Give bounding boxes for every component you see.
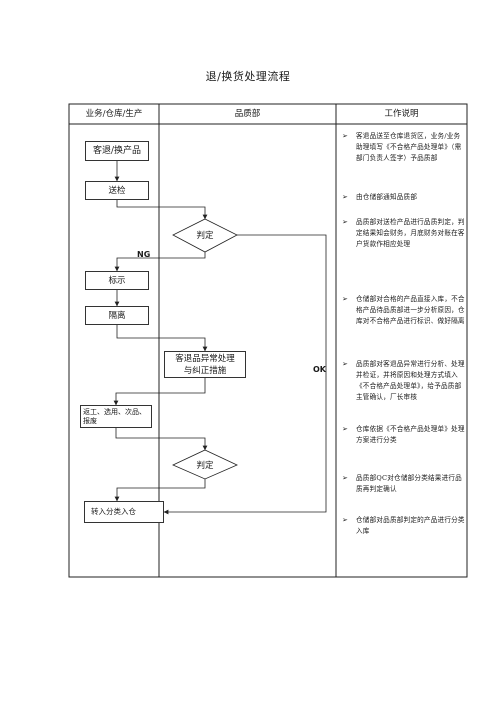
note-item: ➢ 客退品送至仓库退货区，业务/业务助理填写《不合格产品处理单》（需部门负责人签…: [342, 131, 466, 164]
note-item: ➢ 仓储部对合格的产品直接入库，不合格产品待品质部进一步分析原因，仓库对不合格产…: [342, 294, 466, 327]
arrow-bullet-icon: ➢: [342, 132, 348, 140]
note-text: 仓储部对品质部判定的产品进行分类入库: [356, 516, 465, 535]
note-text: 品质部QC对仓储部分类结果进行品质再判定确认: [356, 474, 462, 493]
note-item: ➢ 品质部对送检产品进行品质判定，判定结果知会财务，月底财务对账在客户货款作相应…: [342, 217, 466, 250]
node-rework: 返工、选用、次品、报废: [80, 405, 152, 428]
node-return-goods: 客退/换产品: [85, 141, 149, 161]
edge-ok: [163, 234, 327, 515]
edge-judge2-to-transfer: [114, 479, 206, 502]
arrow-bullet-icon: ➢: [342, 474, 348, 482]
edge-abnormal-to-rework: [113, 378, 206, 406]
note-item: ➢ 品质部QC对仓储部分类结果进行品质再判定确认: [342, 473, 466, 495]
edge-rework-to-judge2: [115, 428, 208, 451]
node-send-inspect: 送检: [85, 181, 149, 200]
arrow-bullet-icon: ➢: [342, 193, 348, 201]
note-text: 仓储部对合格的产品直接入库，不合格产品待品质部进一步分析原因，仓库对不合格产品进…: [356, 295, 465, 325]
table-frame: [68, 103, 468, 578]
edge-label-ng: NG: [137, 250, 151, 259]
header-col-notes: 工作说明: [384, 109, 419, 119]
arrow-bullet-icon: ➢: [342, 218, 348, 226]
page-title: 退/换货处理流程: [205, 70, 291, 83]
note-text: 客退品送至仓库退货区，业务/业务助理填写《不合格产品处理单》（需部门负责人签字）…: [356, 132, 462, 162]
node-isolate: 隔离: [85, 306, 149, 325]
arrow-bullet-icon: ➢: [342, 295, 348, 303]
note-text: 仓库依据《不合格产品处理单》处理方案进行分类: [356, 425, 465, 444]
header-col-business: 业务/仓库/生产: [85, 109, 143, 119]
node-label: 标示: [85, 271, 149, 290]
node-abnormal: 客退品异常处理与纠正措施: [164, 351, 246, 378]
note-item: ➢ 仓储部对品质部判定的产品进行分类入库: [342, 515, 466, 537]
edge-isolate-to-abnormal: [116, 325, 208, 352]
edge-label-ok: OK: [313, 365, 326, 374]
edge-ng: [114, 252, 206, 272]
note-text: 品质部对送检产品进行品质判定，判定结果知会财务，月底财务对账在客户货款作相应处理: [356, 218, 465, 248]
note-item: ➢ 品质部对客退品异常进行分析、处理并检证，并将原因和处理方式填入《不合格产品处…: [342, 359, 466, 403]
judge1-diamond: [172, 218, 238, 253]
header-col-quality: 品质部: [234, 109, 261, 119]
arrow-bullet-icon: ➢: [342, 516, 348, 524]
judge2-diamond: [172, 449, 238, 480]
node-judge1: 判定: [196, 231, 214, 241]
arrow-bullet-icon: ➢: [342, 360, 348, 368]
note-text: 品质部对客退品异常进行分析、处理并检证，并将原因和处理方式填入《不合格产品处理单…: [356, 360, 465, 401]
note-item: ➢ 由仓储部通知品质部: [342, 192, 466, 203]
arrow-bullet-icon: ➢: [342, 425, 348, 433]
note-text: 由仓储部通知品质部: [356, 193, 418, 201]
edge-inspect-to-judge1: [116, 200, 208, 220]
node-transfer: 转入分类入仓: [84, 501, 164, 523]
note-item: ➢ 仓库依据《不合格产品处理单》处理方案进行分类: [342, 424, 466, 446]
node-judge2: 判定: [196, 461, 214, 471]
